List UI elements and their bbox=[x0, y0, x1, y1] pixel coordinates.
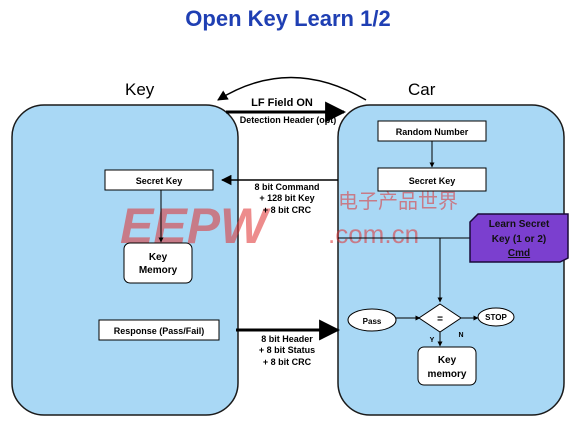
key-panel-title: Key bbox=[125, 80, 155, 99]
callout-line-3: Cmd bbox=[508, 248, 530, 259]
pass-oval bbox=[347, 308, 397, 332]
car-panel-title: Car bbox=[408, 80, 436, 99]
compare-no-label: N bbox=[458, 332, 463, 339]
lf-field-arrow bbox=[217, 76, 367, 101]
key-response-label: Response (Pass/Fail) bbox=[114, 326, 205, 336]
callout-line-1: Learn Secret bbox=[489, 219, 550, 230]
compare-symbol: = bbox=[437, 314, 443, 325]
detection-header-label: Detection Header (opt) bbox=[240, 115, 337, 125]
key-memory-line-1: Key bbox=[149, 252, 168, 263]
compare-yes-label: Y bbox=[430, 337, 435, 344]
stop-label: STOP bbox=[485, 313, 507, 322]
response-line-1: 8 bit Header bbox=[261, 334, 313, 344]
car-random-number-label: Random Number bbox=[396, 127, 469, 137]
watermark-domain: .com.cn bbox=[328, 219, 419, 249]
callout-box bbox=[469, 213, 569, 263]
key-response-box bbox=[98, 319, 220, 341]
stop-oval bbox=[477, 307, 515, 327]
key-secret-key-label: Secret Key bbox=[136, 176, 183, 186]
car-secret-key-box bbox=[377, 167, 487, 192]
command-line-2: + 128 bit Key bbox=[259, 193, 314, 203]
key-memory-line-2: Memory bbox=[139, 265, 178, 276]
slide-title: Open Key Learn 1/2 bbox=[185, 6, 391, 31]
car-key-memory-line-1: Key bbox=[438, 355, 457, 366]
command-line-1: 8 bit Command bbox=[254, 182, 319, 192]
response-line-2: + 8 bit Status bbox=[259, 345, 315, 355]
key-secret-key-box bbox=[104, 169, 214, 191]
command-line-3: + 8 bit CRC bbox=[263, 205, 312, 215]
car-key-memory-line-2: memory bbox=[428, 369, 467, 380]
car-secret-key-label: Secret Key bbox=[409, 176, 456, 186]
key-memory-box bbox=[123, 242, 193, 284]
callout-line-2: Key (1 or 2) bbox=[492, 234, 546, 245]
watermark-cn: 电子产品世界 bbox=[338, 190, 458, 213]
pass-label: Pass bbox=[363, 317, 382, 326]
lf-field-label: LF Field ON bbox=[251, 97, 313, 109]
car-key-memory-box bbox=[417, 346, 477, 386]
response-line-3: + 8 bit CRC bbox=[263, 357, 312, 367]
